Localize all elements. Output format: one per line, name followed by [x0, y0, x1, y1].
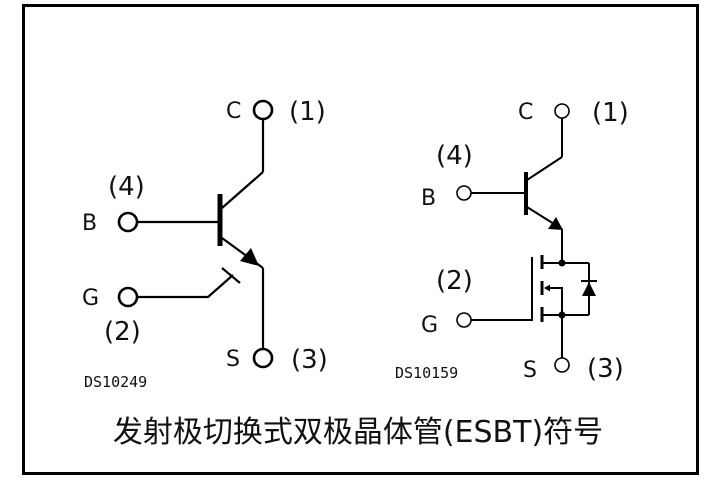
right-collector-terminal-icon: [554, 103, 570, 119]
left-base-pin: (4): [108, 172, 145, 202]
left-collector-terminal-icon: [252, 99, 274, 121]
left-source-pin: (3): [291, 345, 328, 375]
right-drain-junction-dot: [558, 259, 566, 267]
right-collector-pin: (1): [592, 98, 629, 128]
left-gate-terminal-icon: [117, 286, 139, 308]
right-gate-letter: G: [421, 313, 438, 338]
right-emitter-arrow-icon: [548, 217, 563, 230]
left-collector-diagonal: [221, 171, 264, 209]
right-gate-pin: (2): [436, 266, 473, 296]
right-body-arrow-icon: [544, 284, 550, 292]
left-gate-wire: [137, 274, 234, 299]
right-collector-letter: C: [518, 100, 533, 125]
right-esbt-symbol: [456, 103, 597, 373]
left-esbt-symbol: [117, 99, 274, 369]
diagram-frame: [22, 4, 699, 475]
left-gate-letter: G: [82, 286, 99, 311]
right-source-letter: S: [523, 358, 537, 383]
right-figure-code: DS10159: [395, 364, 458, 382]
right-source-terminal-icon: [554, 357, 570, 373]
left-source-terminal-icon: [252, 347, 274, 369]
left-base-letter: B: [82, 211, 97, 236]
left-collector-letter: C: [226, 99, 241, 124]
right-base-letter: B: [421, 186, 436, 211]
right-gate-wire: [471, 257, 533, 321]
left-collector-pin: (1): [289, 97, 326, 127]
right-base-terminal-icon: [456, 185, 472, 201]
figure-caption: 发射极切换式双极晶体管(ESBT)符号: [112, 415, 604, 450]
left-emitter-arrow-icon: [240, 248, 259, 266]
left-labels: C (1) (4) B G (2) S (3) DS10249: [82, 97, 328, 391]
left-gate-pin: (2): [104, 317, 141, 347]
left-gate-switch-bar: [221, 267, 241, 284]
left-base-terminal-icon: [117, 211, 139, 233]
right-source-pin: (3): [587, 354, 624, 384]
left-source-letter: S: [226, 347, 240, 372]
right-collector-diagonal: [526, 156, 563, 181]
right-diode-icon: [582, 282, 596, 296]
left-figure-code: DS10249: [84, 373, 147, 391]
right-base-pin: (4): [436, 141, 473, 171]
right-labels: C (1) (4) B (2) G S (3) DS10159: [395, 98, 629, 384]
right-body-wire: [548, 287, 563, 315]
right-gate-terminal-icon: [456, 312, 472, 328]
